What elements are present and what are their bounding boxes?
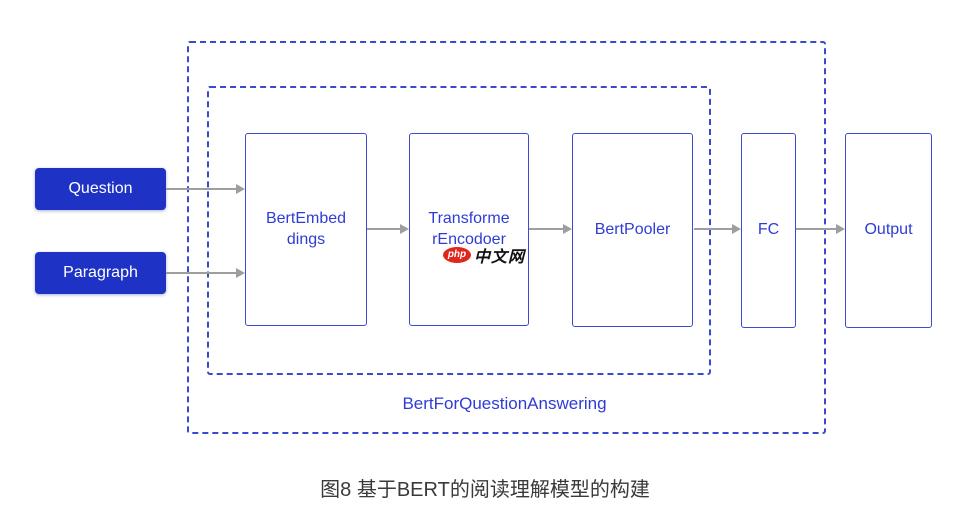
bert-for-question-answering-group (187, 41, 826, 434)
node-output: Output (845, 133, 932, 328)
group-label: BertForQuestionAnswering (402, 394, 607, 413)
node-bert-embeddings: BertEmbed dings (245, 133, 367, 326)
arrow-embeddings-to-encoder (367, 224, 409, 234)
node-transformer-encoder: Transforme rEncodoer (409, 133, 529, 326)
node-paragraph: Paragraph (35, 252, 166, 294)
node-question: Question (35, 168, 166, 210)
bert-core-group (207, 86, 711, 375)
arrow-question-to-embeddings (166, 184, 245, 194)
node-bert-embeddings-label: BertEmbed dings (265, 209, 347, 248)
node-bert-pooler: BertPooler (572, 133, 693, 327)
figure-caption: 图8 基于BERT的阅读理解模型的构建 (320, 479, 650, 501)
arrow-paragraph-to-embeddings (166, 268, 245, 278)
node-question-label: Question (68, 180, 133, 197)
node-fc-label: FC (757, 221, 780, 239)
arrow-encoder-to-pooler (529, 224, 572, 234)
node-fc: FC (741, 133, 796, 328)
node-paragraph-label: Paragraph (63, 264, 138, 281)
node-bert-pooler-label: BertPooler (594, 220, 671, 238)
node-output-label: Output (864, 221, 913, 239)
arrow-pooler-to-fc (694, 224, 741, 234)
node-transformer-encoder-label: Transforme rEncodoer (428, 209, 510, 248)
arrow-fc-to-output (796, 224, 845, 234)
